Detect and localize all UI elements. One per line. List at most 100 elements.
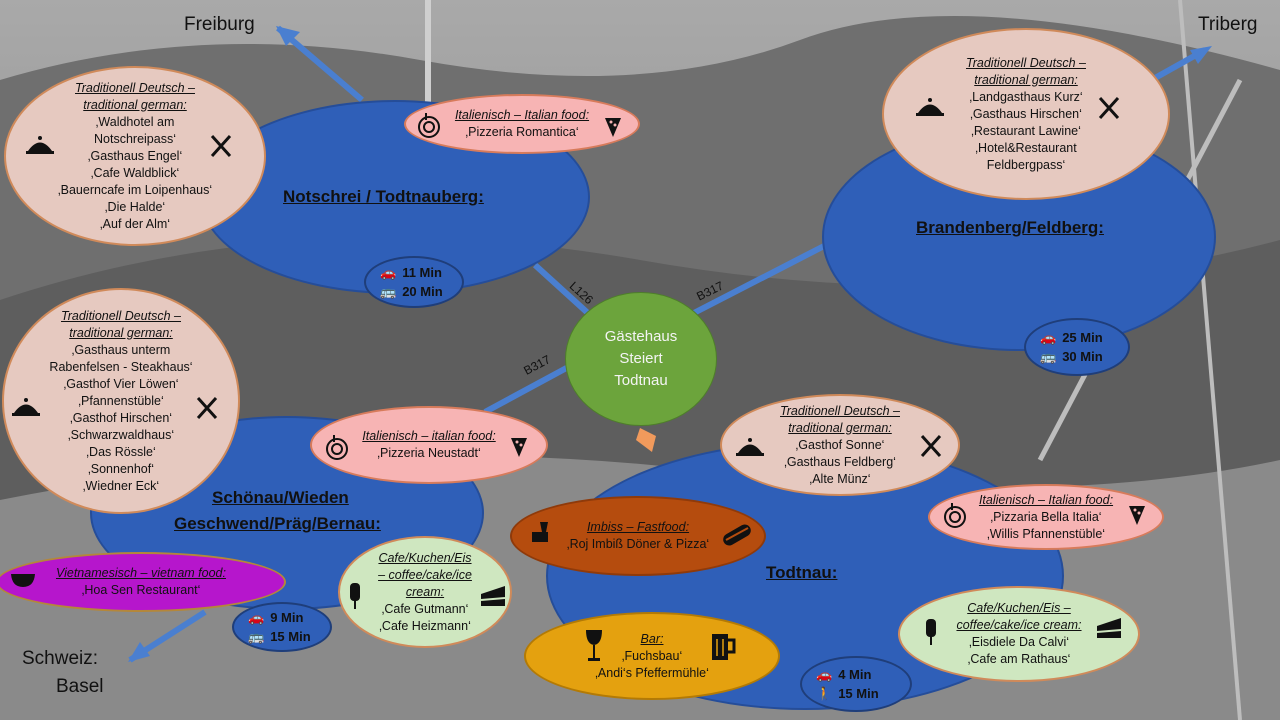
pasta-icon [418,113,440,138]
cloche-icon [736,438,764,456]
bubble-notschrei-traditional: Traditionell Deutsch – traditional germa… [4,66,266,246]
bubble-heading: – coffee/cake/ice [378,567,472,582]
walking-icon: 🚶 [816,686,833,701]
restaurant-item: ‚Eisdiele Da Calvi‘ [968,635,1070,649]
bubble-heading: Traditionell Deutsch – [61,308,181,323]
restaurant-item: ‚Schwarzwaldhaus‘ [67,427,175,442]
region-title-todtnau: Todtnau: [766,563,838,582]
car-time: 11 Min [402,265,442,280]
bubble-schoenau-traditional: Traditionell Deutsch – traditional germa… [2,288,240,514]
bubble-heading: traditional german: [974,72,1078,87]
direction-basel: Basel [56,676,104,697]
restaurant-item: Notschreipass‘ [94,131,176,146]
wine-glass-icon [586,630,602,661]
restaurant-item: ‚Alte Münz‘ [809,471,871,486]
hotdog-icon [723,524,751,546]
restaurant-item: ‚Hoa Sen Restaurant‘ [81,583,201,597]
region-title-schoenau-1: Schönau/Wieden [212,488,349,507]
bubble-schoenau-cafe: Cafe/Kuchen/Eis – coffee/cake/ice cream:… [338,536,512,648]
region-title-notschrei: Notschrei / Todtnauberg: [283,187,484,206]
bubble-heading: Traditionell Deutsch – [966,55,1086,70]
restaurant-item: ‚Gasthaus Hirschen‘ [970,106,1082,121]
walk-time: 15 Min [838,686,879,701]
travel-time-brandenberg: 🚗25 Min 🚌30 Min [1024,318,1130,376]
restaurant-item: ‚Waldhotel am [95,114,175,129]
restaurant-item: ‚Pfannenstüble‘ [78,393,164,408]
restaurant-item: ‚Landgasthaus Kurz‘ [969,89,1083,104]
road-b317-left [483,362,574,415]
restaurant-item: ‚Cafe Heizmann‘ [379,618,471,633]
restaurant-item: ‚Sonnenhof‘ [87,461,155,476]
region-title-schoenau-2: Geschwend/Präg/Bernau: [174,514,381,533]
bubble-todtnau-cafe: Cafe/Kuchen/Eis – coffee/cake/ice cream:… [898,586,1140,682]
restaurant-item: ‚Roj Imbiß Döner & Pizza‘ [566,537,710,551]
pizza-slice-icon [605,118,621,137]
bubble-notschrei-italian: Italienisch – Italian food: ‚Pizzeria Ro… [404,94,640,154]
cake-icon [480,586,506,606]
bubble-heading: Cafe/Kuchen/Eis – [967,601,1071,615]
bubble-schoenau-italian: Italienisch – italian food: ‚Pizzeria Ne… [310,406,548,484]
bubble-heading: traditional german: [788,420,892,435]
pizza-slice-icon [1129,506,1145,525]
bowl-icon [11,574,35,587]
direction-freiburg: Freiburg [184,14,255,35]
car-icon: 🚗 [816,667,833,682]
bus-icon: 🚌 [248,629,265,644]
cloche-icon [12,398,40,416]
restaurant-item: ‚Bauerncafe im Loipenhaus‘ [57,182,213,197]
bubble-heading: Italienisch – italian food: [362,429,496,443]
restaurant-item: ‚Hotel&Restaurant [975,140,1077,155]
bubble-heading: Italienisch – Italian food: [454,108,590,122]
restaurant-item: ‚Das Rössle‘ [86,444,156,459]
bubble-todtnau-traditional: Traditionell Deutsch – traditional germa… [720,394,960,496]
arrow-todtnau [636,428,656,452]
bubble-heading: traditional german: [69,325,173,340]
bubble-heading: Traditionell Deutsch – [780,403,900,418]
cake-icon [1096,618,1122,638]
bubble-heading: Imbiss – Fastfood: [586,520,690,534]
road-b317-right [688,242,828,318]
cutlery-icon [920,434,942,458]
bubble-heading: Traditionell Deutsch – [75,80,195,95]
pasta-icon [944,503,966,528]
direction-schweiz: Schweiz: [22,648,99,669]
restaurant-item: ‚Cafe am Rathaus‘ [967,652,1071,666]
cloche-icon [26,136,54,154]
bubble-heading: Cafe/Kuchen/Eis [378,550,472,565]
bubble-vietnam: Vietnamesisch – vietnam food: ‚Hoa Sen R… [0,552,286,612]
restaurant-item: ‚Andi‘s Pfeffermühle‘ [595,665,709,680]
car-time: 4 Min [838,667,872,682]
car-time: 9 Min [270,610,304,625]
bus-time: 15 Min [270,629,311,644]
ice-cream-icon [350,583,360,609]
restaurant-item: ‚Gasthaus unterm [71,342,171,357]
pasta-icon [326,435,348,460]
travel-time-todtnau: 🚗 4 Min 🚶 15 Min [800,656,912,712]
restaurant-item: ‚Willis Pfannenstüble‘ [986,526,1106,541]
car-icon: 🚗 [380,265,397,280]
restaurant-item: Rabenfelsen - Steakhaus‘ [49,359,193,374]
restaurant-item: ‚Gasthof Vier Löwen‘ [63,376,179,391]
restaurant-item: ‚Cafe Gutmann‘ [381,601,469,616]
restaurant-item: ‚Gasthof Hirschen‘ [69,410,173,425]
restaurant-item: ‚Gasthof Sonne‘ [795,437,885,452]
restaurant-item: ‚Fuchsbau‘ [621,648,683,663]
travel-time-schoenau: 🚗 9 Min 🚌 15 Min [232,602,332,652]
guesthouse-center: Gästehaus Steiert Todtnau [565,292,717,426]
restaurant-item: ‚Gasthaus Feldberg‘ [784,454,896,469]
cutlery-icon [196,396,218,420]
car-icon: 🚗 [248,610,265,625]
bubble-heading: coffee/cake/ice cream: [956,618,1082,632]
ice-cream-icon [926,619,936,645]
bubble-heading: Bar: [640,631,664,646]
restaurant-item: Feldbergpass‘ [986,157,1066,172]
center-line-3: Todtnau [614,372,668,389]
restaurant-item: ‚Pizzeria Romantica‘ [465,125,579,139]
beer-mug-icon [712,634,736,660]
bubble-heading: traditional german: [83,97,187,112]
restaurant-item: ‚Auf der Alm‘ [99,216,171,231]
road-l126 [532,262,593,318]
restaurant-item: ‚Restaurant Lawine‘ [971,123,1081,138]
center-line-2: Steiert [619,350,663,367]
restaurant-item: ‚Gasthaus Engel‘ [87,148,183,163]
